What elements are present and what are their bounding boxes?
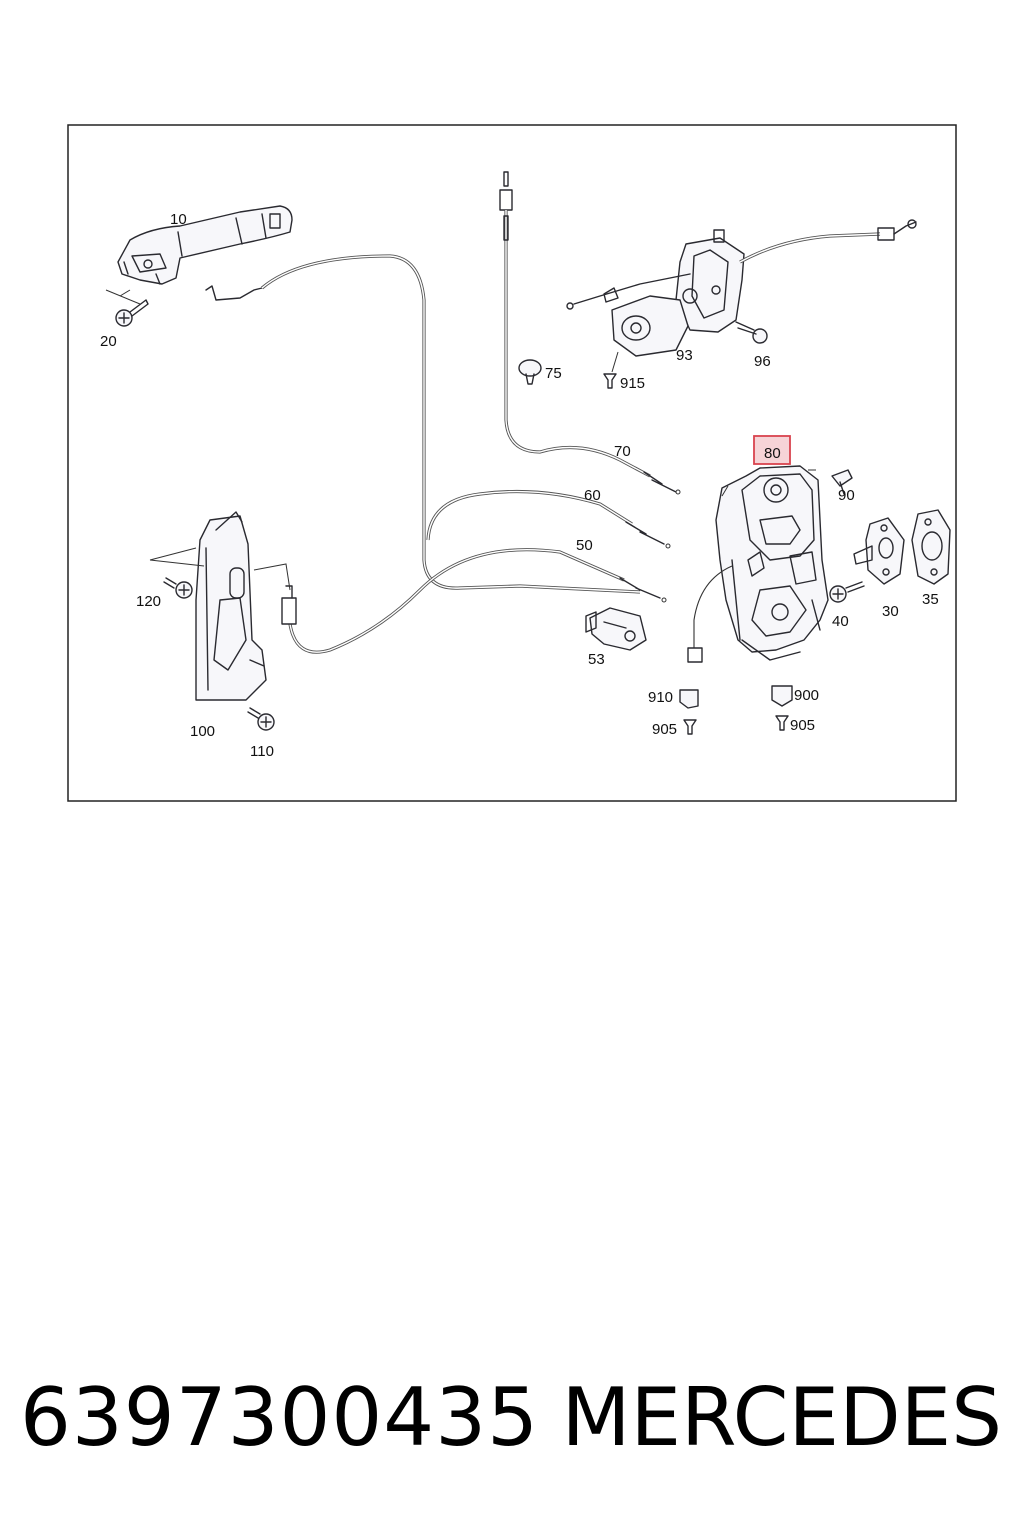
- connector-53: [585, 607, 647, 651]
- handle-bracket-100: [195, 511, 291, 701]
- footer: 6397300435 MERCEDES: [0, 1368, 1024, 1478]
- label-35: 35: [922, 591, 939, 608]
- handle-cable: [205, 254, 641, 594]
- cable-50: [281, 548, 667, 654]
- brand-name: MERCEDES: [561, 1371, 1002, 1464]
- plate-35: [911, 509, 951, 585]
- label-10: 10: [170, 211, 187, 228]
- striker-30: [853, 517, 905, 585]
- label-910: 910: [648, 689, 673, 706]
- label-100: 100: [190, 723, 215, 740]
- label-900: 900: [794, 687, 819, 704]
- pin-905-right: [775, 715, 789, 731]
- label-75: 75: [545, 365, 562, 382]
- screw-96: [735, 321, 768, 344]
- door-lock-80: [687, 465, 829, 663]
- clip-75: [518, 359, 542, 385]
- cable-70: [499, 171, 681, 495]
- outer-door-handle: [117, 205, 293, 285]
- label-96: 96: [754, 353, 771, 370]
- label-20: 20: [100, 333, 117, 350]
- screw-120: [149, 547, 205, 599]
- part-number: 6397300435: [20, 1371, 539, 1464]
- highlight-box-80: [753, 435, 791, 465]
- diagram-frame: [67, 124, 957, 802]
- label-50: 50: [576, 537, 593, 554]
- screw-20: [105, 289, 149, 327]
- label-70: 70: [614, 443, 631, 460]
- label-905-left: 905: [652, 721, 677, 738]
- screw-110: [247, 707, 275, 731]
- pin-905-left: [683, 719, 697, 735]
- label-40: 40: [832, 613, 849, 630]
- label-30: 30: [882, 603, 899, 620]
- label-93: 93: [676, 347, 693, 364]
- connector-910: [679, 689, 699, 709]
- cable-60: [426, 489, 671, 549]
- screw-40: [829, 581, 865, 603]
- connector-900: [771, 685, 793, 707]
- label-905-right: 905: [790, 717, 815, 734]
- label-60: 60: [584, 487, 601, 504]
- label-53: 53: [588, 651, 605, 668]
- label-80: 80: [764, 445, 781, 462]
- label-90: 90: [838, 487, 855, 504]
- label-110: 110: [250, 743, 274, 760]
- pin-915: [603, 351, 619, 389]
- screw-90: [831, 469, 853, 495]
- actuator-93: [566, 219, 917, 357]
- label-120: 120: [136, 593, 161, 610]
- label-915: 915: [620, 375, 645, 392]
